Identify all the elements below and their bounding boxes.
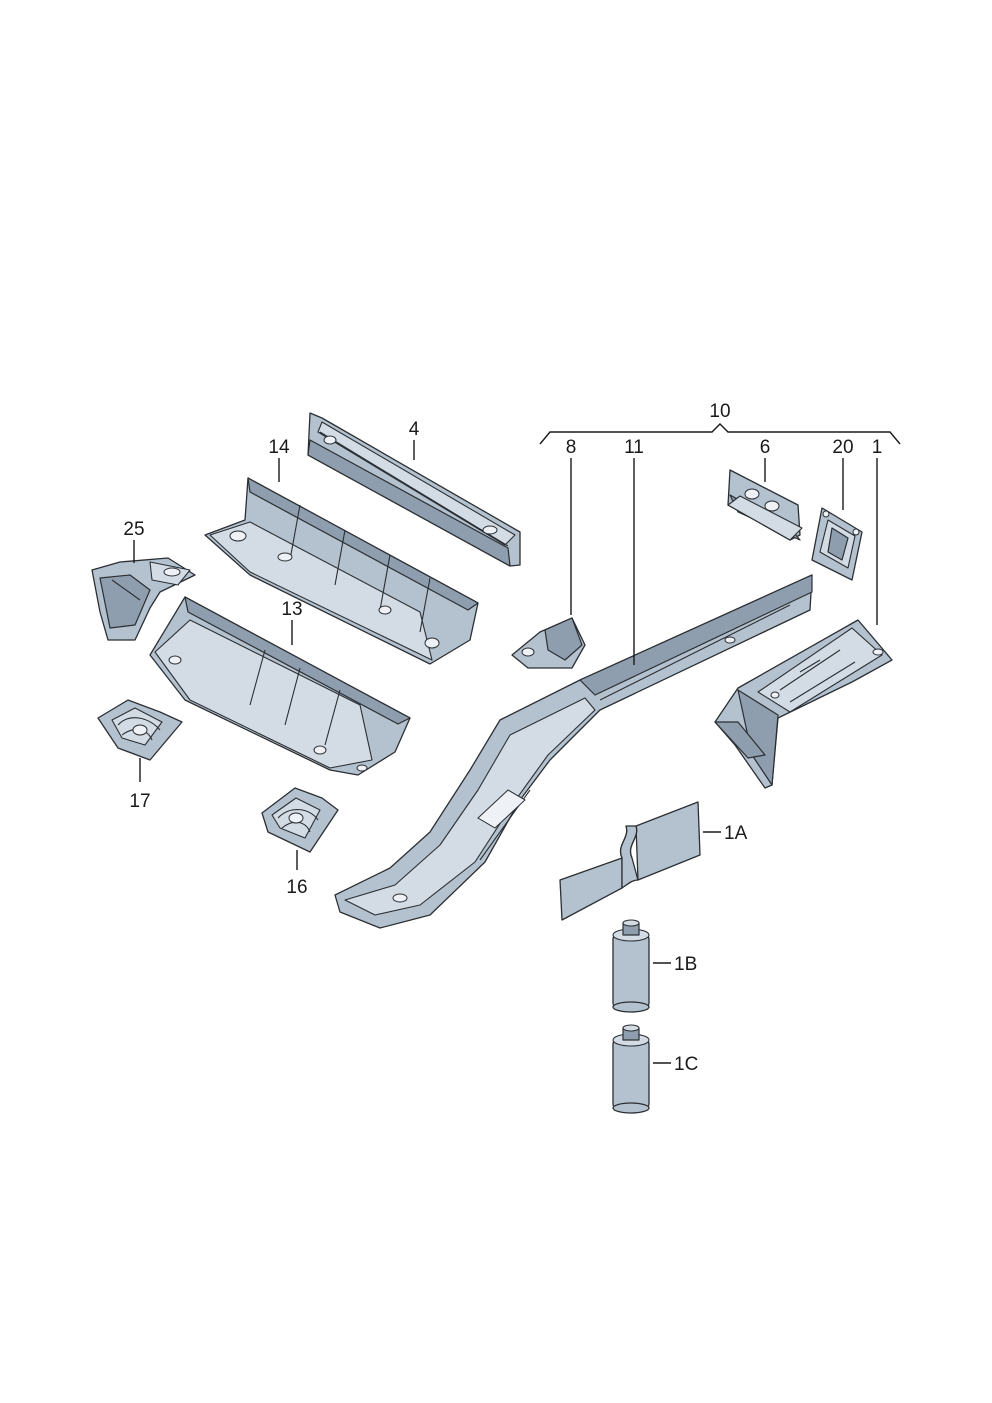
- part-1c-can[interactable]: [612, 1024, 650, 1114]
- part-20-plate[interactable]: [811, 507, 863, 581]
- callout-1b: 1B: [674, 954, 697, 975]
- callout-1a: 1A: [724, 823, 748, 844]
- callout-10: 10: [709, 401, 730, 422]
- callout-11: 11: [624, 437, 644, 458]
- callout-4: 4: [409, 419, 420, 440]
- callout-1: 1: [872, 437, 883, 458]
- callout-25: 25: [123, 519, 144, 540]
- part-6-bracket[interactable]: [727, 469, 803, 541]
- callout-20: 20: [832, 437, 853, 458]
- callout-8: 8: [566, 437, 577, 458]
- leader-lines: [133, 423, 901, 1064]
- part-8-bracket[interactable]: [511, 617, 586, 669]
- callout-6: 6: [760, 437, 771, 458]
- callout-1c: 1C: [674, 1054, 698, 1075]
- callout-17: 17: [129, 791, 150, 812]
- part-25-bracket[interactable]: [91, 557, 196, 641]
- callout-labels: 4 14 25 13 17 16 10 8 11 6 20 1 1A 1B 1C: [123, 401, 882, 1075]
- part-17-mount-plate[interactable]: [97, 699, 183, 761]
- part-16-mount-plate[interactable]: [261, 787, 339, 853]
- callout-16: 16: [286, 877, 307, 898]
- part-13-floor-panel[interactable]: [149, 596, 411, 776]
- part-11-side-member[interactable]: [334, 574, 813, 929]
- part-1a-sheet[interactable]: [559, 801, 701, 921]
- callout-14: 14: [268, 437, 290, 458]
- part-4-cross-member[interactable]: [307, 412, 521, 567]
- part-1-bracket-assembly[interactable]: [714, 619, 893, 789]
- callout-13: 13: [281, 599, 302, 620]
- group-bracket-10: [539, 423, 901, 445]
- part-14-floor-panel[interactable]: [204, 477, 479, 665]
- part-1b-can[interactable]: [612, 919, 650, 1013]
